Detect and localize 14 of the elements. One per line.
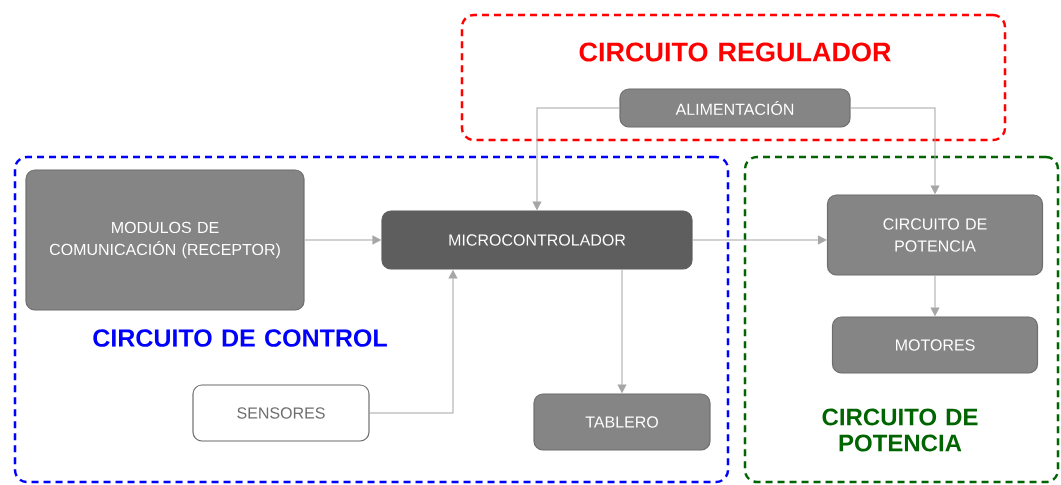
arrow (304, 235, 381, 245)
arrow (369, 270, 458, 414)
process-box: TABLERO (533, 393, 711, 451)
process-box: ALIMENTACIÓN (619, 88, 851, 128)
process-box: CIRCUITO DE POTENCIA (826, 194, 1044, 276)
arrow (850, 107, 940, 194)
process-box: SENSORES (192, 384, 370, 442)
arrow (692, 235, 827, 245)
arrow (617, 269, 627, 393)
process-box: MODULOS DE COMUNICACIÓN (RECEPTOR) (25, 169, 305, 311)
arrow (930, 275, 940, 316)
process-box: MICROCONTROLADOR (381, 210, 693, 270)
arrow (532, 107, 620, 210)
process-box: MOTORES (831, 316, 1039, 374)
